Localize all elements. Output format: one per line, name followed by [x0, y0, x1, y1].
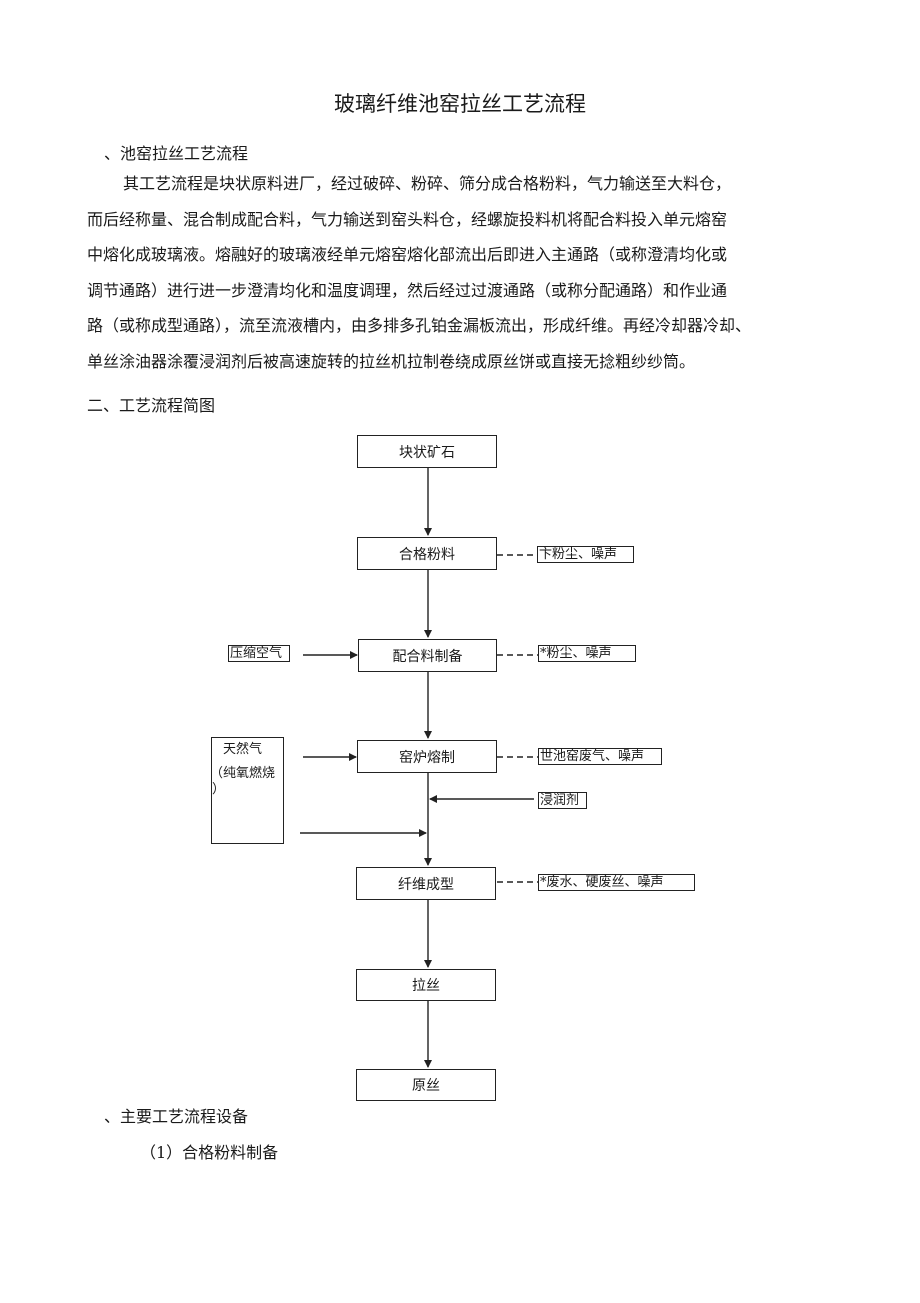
paragraph-line: 单丝涂油器涂覆浸润剂后被高速旋转的拉丝机拉制卷绕成原丝饼或直接无捻粗纱纱筒。	[87, 351, 696, 371]
paragraph-line: 路（或称成型通路），流至流液槽内，由多排多孔铂金漏板流出，形成纤维。再经冷却器冷…	[87, 316, 752, 335]
section-heading-2: 二、工艺流程简图	[87, 396, 216, 415]
document-title: 玻璃纤维池窑拉丝工艺流程	[334, 92, 586, 116]
emission-note: 卞粉尘、噪声	[537, 546, 634, 563]
paragraph-line: 中熔化成玻璃液。熔融好的玻璃液经单元熔窑熔化部流出后即进入主通路（或称澄清均化或	[87, 245, 728, 264]
emission-note: *废水、硬废丝、噪声	[538, 874, 695, 891]
paragraph-line: 其工艺流程是块状原料进厂，经过破碎、粉碎、筛分成合格粉料，气力输送至大料仓，	[123, 174, 732, 193]
step-box-furnace-melting: 窑炉熔制	[357, 740, 497, 773]
natural-gas-note-close: ）	[212, 782, 226, 797]
step-box-raw-strand: 原丝	[356, 1069, 496, 1101]
process-description: 其工艺流程是块状原料进厂，经过破碎、粉碎、筛分成合格粉料，气力输送至大料仓， 而…	[87, 166, 827, 379]
emission-note: *粉尘、噪声	[538, 645, 636, 662]
section-heading-3: 、主要工艺流程设备	[104, 1107, 249, 1126]
step-box-fiber-forming: 纤维成型	[356, 867, 496, 900]
subsection-heading-1: （1）合格粉料制备	[140, 1143, 279, 1162]
step-box-ore: 块状矿石	[357, 435, 497, 468]
step-box-batch-preparation: 配合料制备	[358, 639, 497, 672]
emission-note: 世池窑废气、噪声	[538, 748, 662, 765]
input-natural-gas-box: 天然气 （纯氧燃烧 ）	[210, 737, 284, 844]
section-heading-1: 、池窑拉丝工艺流程	[104, 144, 249, 163]
step-box-drawing: 拉丝	[356, 969, 496, 1001]
paragraph-line: 而后经称量、混合制成配合料，气力输送到窑头料仓，经螺旋投料机将配合料投入单元熔窑	[87, 209, 728, 229]
natural-gas-note: （纯氧燃烧	[210, 766, 276, 781]
paragraph-line: 调节通路）进行进一步澄清均化和温度调理，然后经过过渡通路（或称分配通路）和作业通	[87, 280, 728, 300]
step-box-qualified-powder: 合格粉料	[357, 537, 497, 570]
input-sizing-agent: 浸润剂	[538, 792, 587, 809]
natural-gas-label: 天然气	[223, 742, 263, 757]
input-compressed-air: 压缩空气	[228, 645, 290, 662]
